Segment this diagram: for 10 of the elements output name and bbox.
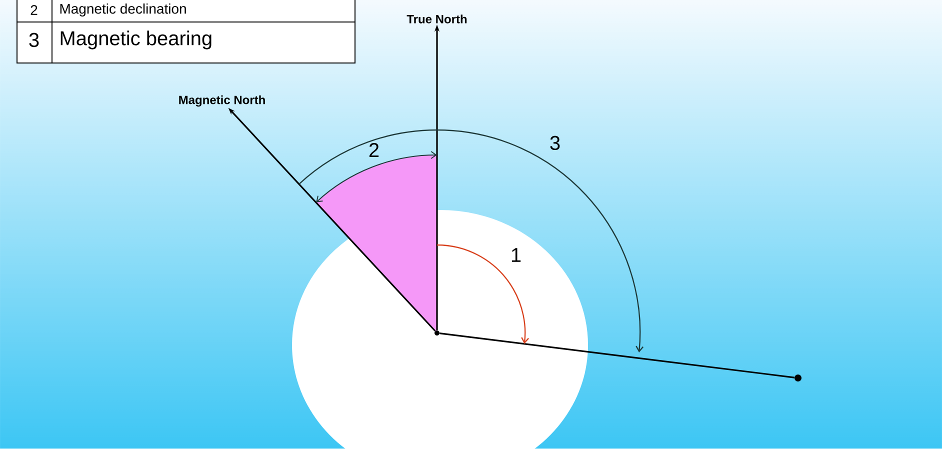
legend-text: Magnetic bearing — [60, 30, 212, 50]
direction-label: Magnetic North — [179, 95, 265, 107]
legend-text: Magnetic declination — [60, 3, 186, 17]
direction-label: True North — [406, 14, 467, 24]
legend-number: 3 — [29, 32, 39, 48]
legend-number: 2 — [30, 5, 38, 15]
angle-number: 2 — [369, 143, 379, 157]
angle-number: 1 — [512, 248, 521, 262]
angle-number: 3 — [550, 136, 560, 150]
end-dot — [794, 374, 802, 382]
